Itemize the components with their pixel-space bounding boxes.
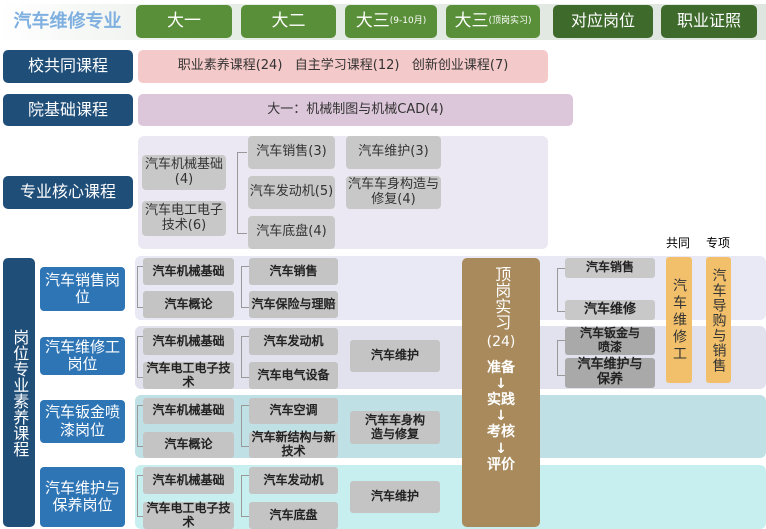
post-course: 汽车发动机 bbox=[249, 328, 338, 355]
core-course: 汽车发动机(5) bbox=[248, 176, 335, 209]
row-band bbox=[135, 326, 766, 389]
post-course: 汽车机械基础 bbox=[143, 467, 234, 494]
special-cert: 汽车导购与销售 bbox=[706, 257, 731, 383]
post-course: 汽车新结构与新技术 bbox=[249, 430, 338, 458]
post-course: 汽车机械基础 bbox=[143, 258, 234, 285]
bracket bbox=[241, 336, 250, 378]
post-course: 汽车机械基础 bbox=[143, 398, 234, 424]
internship-box: 顶岗实习 (24) 准备 ↓ 实践 ↓ 考核 ↓ 评价 bbox=[462, 258, 540, 527]
school-courses: 职业素养课程(24) 自主学习课程(12) 创新创业课程(7) bbox=[138, 50, 548, 83]
bracket bbox=[241, 475, 250, 517]
bracket bbox=[137, 405, 144, 447]
common-label: 共同 bbox=[665, 236, 690, 251]
col-sub: (9-10月) bbox=[389, 16, 427, 27]
arrow-down-icon: ↓ bbox=[495, 440, 507, 457]
col-label: 大三 bbox=[355, 10, 390, 31]
college-label: 院基础课程 bbox=[3, 94, 133, 126]
step: 准备 bbox=[487, 360, 515, 377]
internship-credits: (24) bbox=[486, 334, 516, 350]
internship-title: 顶岗实习 bbox=[492, 266, 512, 330]
post-course: 汽车维护 bbox=[350, 340, 440, 372]
core-label: 专业核心课程 bbox=[3, 176, 133, 209]
row-band bbox=[135, 465, 766, 529]
common-cert: 汽车维修工 bbox=[666, 257, 692, 383]
col-year1: 大一 bbox=[136, 5, 232, 38]
post-course: 汽车保险与理赔 bbox=[249, 291, 338, 318]
core-course: 汽车维护(3) bbox=[346, 136, 441, 169]
core-course: 汽车机械基础(4) bbox=[142, 155, 226, 190]
step: 评价 bbox=[487, 456, 515, 473]
arrow-down-icon: ↓ bbox=[495, 376, 507, 393]
post-course: 汽车概论 bbox=[143, 291, 234, 318]
post-course: 汽车维护 bbox=[350, 481, 440, 513]
core-course: 汽车底盘(4) bbox=[248, 216, 335, 249]
col-year3b: 大三(顶岗实习) bbox=[446, 5, 540, 38]
col-label: 大三 bbox=[454, 10, 489, 31]
position: 汽车维护与保养 bbox=[565, 357, 655, 388]
core-course: 汽车车身构造与修复(4) bbox=[346, 176, 441, 209]
position: 汽车钣金与喷漆 bbox=[565, 326, 655, 355]
post-course: 汽车发动机 bbox=[249, 467, 338, 494]
bracket bbox=[137, 475, 144, 517]
post-row-label: 汽车维护与保养岗位 bbox=[40, 467, 125, 527]
post-course: 汽车底盘 bbox=[249, 502, 338, 529]
position: 汽车销售 bbox=[565, 258, 655, 278]
core-course: 汽车电工电子技术(6) bbox=[142, 201, 226, 236]
bracket bbox=[237, 152, 247, 234]
row-band bbox=[135, 256, 766, 320]
college-courses: 大一：机械制图与机械CAD(4) bbox=[138, 94, 573, 126]
post-course: 汽车电工电子技术 bbox=[143, 361, 234, 389]
col-certs: 职业证照 bbox=[661, 5, 757, 38]
col-positions: 对应岗位 bbox=[553, 5, 653, 38]
post-course: 汽车车身构造与修复 bbox=[350, 411, 440, 444]
bracket bbox=[557, 340, 566, 376]
row-band bbox=[135, 395, 766, 458]
bracket bbox=[241, 266, 250, 308]
col-year2: 大二 bbox=[241, 5, 336, 38]
special-label: 专项 bbox=[705, 236, 730, 251]
position: 汽车维修 bbox=[565, 300, 655, 320]
col-label: 大二 bbox=[271, 10, 306, 31]
post-course: 汽车机械基础 bbox=[143, 328, 234, 355]
col-year3a: 大三(9-10月) bbox=[345, 5, 437, 38]
col-label: 大一 bbox=[167, 10, 201, 31]
post-course: 汽车电工电子技术 bbox=[143, 501, 234, 529]
bracket bbox=[137, 266, 144, 308]
post-row-label: 汽车维修工岗位 bbox=[40, 337, 125, 375]
post-row-label: 汽车销售岗位 bbox=[40, 267, 125, 311]
post-row-label: 汽车钣金喷漆岗位 bbox=[40, 400, 125, 443]
col-sub: (顶岗实习) bbox=[488, 16, 532, 27]
major-title: 汽车维修专业 bbox=[13, 10, 122, 32]
arrow-down-icon: ↓ bbox=[495, 408, 507, 425]
step: 实践 bbox=[487, 392, 515, 409]
core-course: 汽车销售(3) bbox=[248, 136, 335, 169]
post-course: 汽车概论 bbox=[143, 432, 234, 458]
post-course: 汽车空调 bbox=[249, 398, 338, 424]
post-course: 汽车电气设备 bbox=[249, 362, 338, 389]
school-label: 校共同课程 bbox=[3, 50, 133, 83]
bracket bbox=[241, 405, 250, 447]
post-label: 岗位专业素养课程 bbox=[3, 258, 35, 527]
step: 考核 bbox=[487, 424, 515, 441]
post-course: 汽车销售 bbox=[249, 258, 338, 285]
bracket bbox=[137, 336, 144, 378]
bracket bbox=[557, 268, 566, 312]
